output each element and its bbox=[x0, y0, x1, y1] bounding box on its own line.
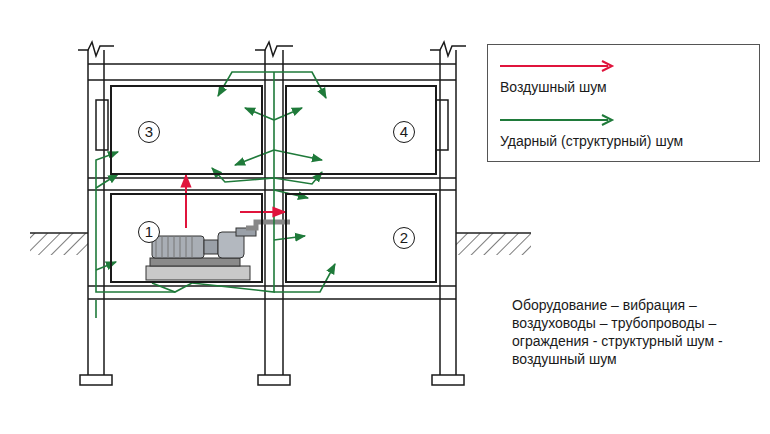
note-text: Оборудование – вибрация – воздуховоды – … bbox=[512, 296, 760, 368]
drawing-path bbox=[78, 42, 114, 56]
drawing-rect bbox=[204, 240, 218, 254]
airborne-noise bbox=[186, 195, 263, 228]
drawing-path bbox=[274, 264, 335, 292]
drawing-rect bbox=[456, 233, 531, 255]
drawing-path bbox=[156, 236, 192, 258]
drawing-path bbox=[245, 108, 274, 120]
room-box: 2 bbox=[285, 193, 437, 283]
drawing-path bbox=[212, 168, 274, 182]
drawing-rect bbox=[432, 375, 464, 385]
structure bbox=[78, 42, 466, 385]
drawing-path bbox=[274, 108, 302, 120]
drawing-path bbox=[95, 300, 97, 318]
drawing-path bbox=[235, 150, 274, 165]
drawing-path bbox=[96, 152, 175, 292]
drawing-rect bbox=[436, 100, 448, 150]
room-box: 1 bbox=[110, 193, 263, 283]
drawing-rect bbox=[152, 236, 204, 258]
drawing-line bbox=[456, 232, 531, 234]
drawing-path bbox=[88, 178, 456, 190]
drawing-line bbox=[30, 232, 88, 234]
drawing-rect bbox=[146, 266, 250, 280]
drawing-path bbox=[185, 195, 187, 228]
drawing-path bbox=[440, 50, 456, 375]
drawing-rect bbox=[80, 375, 112, 385]
room-box: 3 bbox=[110, 85, 263, 175]
drawing-path bbox=[255, 42, 293, 56]
legend-box: Воздушный шумУдарный (структурный) шум bbox=[487, 44, 760, 162]
drawing-rect bbox=[150, 258, 240, 266]
callout-number: 3 bbox=[138, 121, 160, 143]
drawing-rect bbox=[30, 233, 88, 255]
drawing-rect bbox=[258, 375, 290, 385]
drawing-path bbox=[274, 150, 322, 160]
drawing-rect bbox=[96, 100, 108, 150]
drawing-path bbox=[274, 236, 305, 240]
airborne-arrow bbox=[185, 175, 187, 193]
legend-arrow bbox=[500, 115, 612, 125]
callout-number: 2 bbox=[393, 227, 415, 249]
pipe bbox=[246, 222, 290, 228]
legend-arrow bbox=[500, 61, 612, 71]
legend-text: Ударный (структурный) шум bbox=[500, 133, 683, 149]
drawing-path bbox=[96, 262, 116, 270]
legend-text: Воздушный шум bbox=[500, 79, 607, 95]
drawing-path bbox=[218, 72, 274, 96]
callout-number: 1 bbox=[138, 221, 160, 243]
drawing-path bbox=[240, 211, 263, 213]
pump bbox=[146, 228, 256, 280]
airborne-arrow bbox=[263, 211, 285, 213]
callout-number: 4 bbox=[393, 121, 415, 143]
room-box: 4 bbox=[285, 85, 437, 175]
drawing-path bbox=[152, 283, 192, 292]
legend-sample bbox=[498, 113, 618, 127]
drawing-path bbox=[430, 42, 466, 56]
legend-sample bbox=[498, 59, 618, 73]
drawing-path bbox=[96, 174, 118, 188]
